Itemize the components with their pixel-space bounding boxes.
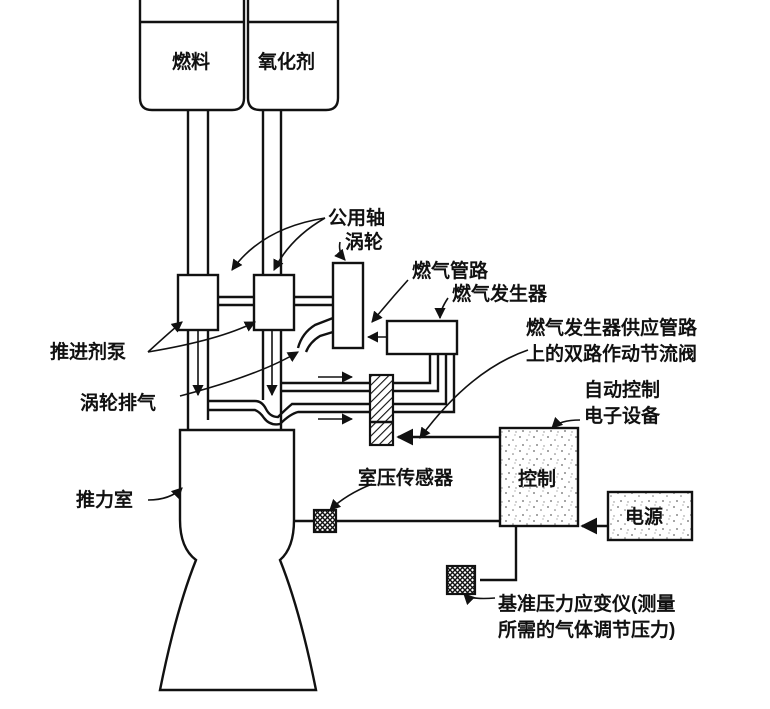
turbine-exhaust-duct [296, 316, 334, 353]
fuel-tank-label: 燃料 [172, 50, 210, 73]
turbine-label: 涡轮 [345, 230, 383, 253]
oxidizer-tank-label: 氧化剂 [258, 50, 315, 73]
control-unit [498, 426, 580, 528]
chamber-pressure-sensor [312, 508, 338, 534]
gas-generator [385, 319, 459, 356]
turbine-exhaust-label: 涡轮排气 [80, 391, 156, 414]
leader-lines [147, 217, 581, 606]
reference-gauge-label-2: 所需的气体调节压力) [498, 618, 675, 641]
fuel-pump [176, 273, 220, 332]
gas-duct-label: 燃气管路 [412, 259, 489, 282]
power-supply [606, 490, 694, 542]
gg-supply-lines [208, 354, 456, 426]
turbine [331, 261, 365, 350]
gas-generator-label: 燃气发生器 [452, 282, 548, 305]
common-shaft [218, 295, 333, 307]
auto-control-label-1: 自动控制 [584, 378, 660, 401]
propellant-pump-label: 推进剂泵 [50, 340, 126, 363]
oxidizer-pump [252, 273, 296, 332]
gg-supply-line-label-1: 燃气发生器供应管路 [526, 316, 698, 339]
gg-supply-line-label-2: 上的双路作动节流阀 [526, 342, 697, 365]
dual-throttle-valve [368, 373, 395, 447]
thrust-chamber [158, 428, 318, 692]
fuel-tank: 燃料 [138, 0, 246, 112]
oxidizer-tank: 氧化剂 [246, 0, 340, 112]
feed-lines [186, 110, 283, 430]
power-supply-label: 电源 [625, 505, 663, 528]
propellant-pumps [176, 273, 296, 332]
chamber-pressure-sensor-label: 室压传感器 [358, 466, 454, 489]
common-shaft-label: 公用轴 [328, 206, 385, 229]
thrust-chamber-label: 推力室 [76, 488, 133, 511]
auto-control-label-2: 电子设备 [584, 404, 661, 427]
control-label: 控制 [518, 467, 556, 490]
reference-pressure-gauge [445, 564, 477, 596]
gauge-signal-line [480, 526, 518, 582]
reference-gauge-label-1: 基准压力应变仪(测量 [497, 592, 675, 615]
